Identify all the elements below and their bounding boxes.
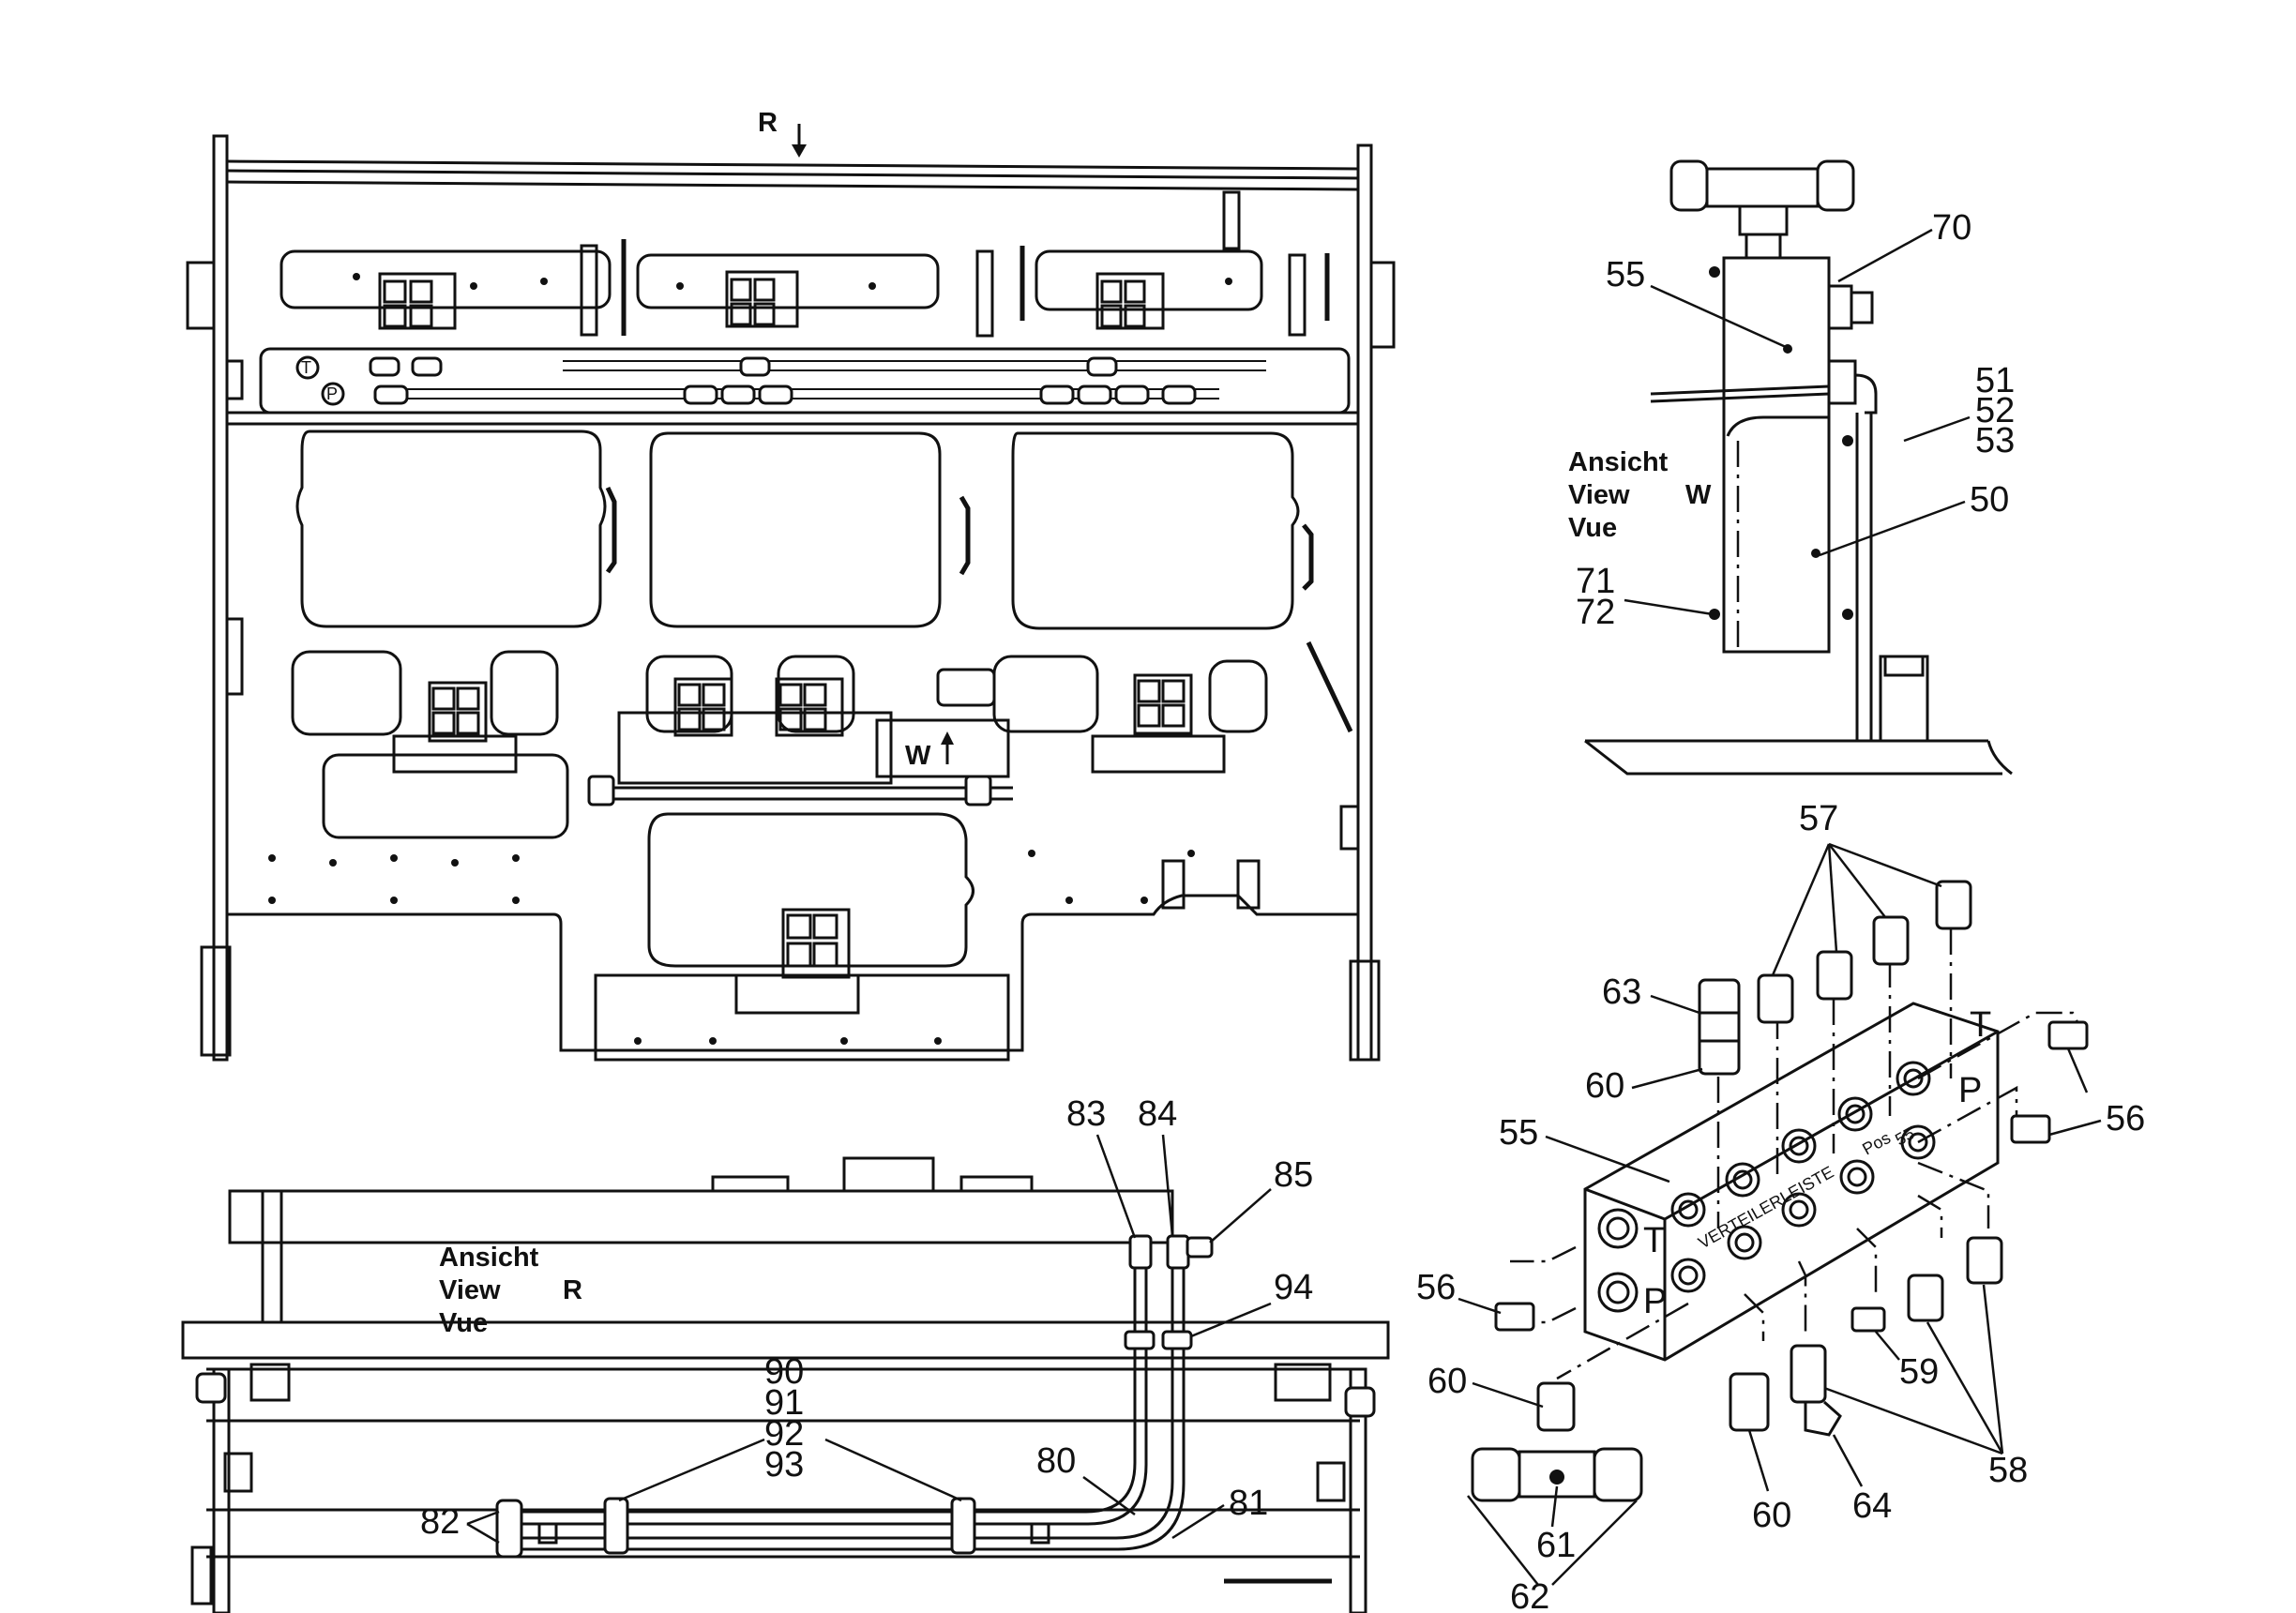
callout-63: 63 (1602, 972, 1641, 1012)
valve-stack (775, 677, 844, 737)
callout-60-b: 60 (1427, 1362, 1467, 1401)
main-plan-view: R T P (186, 108, 1396, 1062)
view-w-letter: W (1685, 480, 1712, 510)
callout-59: 59 (1899, 1352, 1939, 1392)
view-r-detail: Ansicht View Vue R (181, 1094, 1390, 1613)
valve-stack (725, 270, 799, 328)
valve-stack (673, 677, 733, 737)
mark-t: T (301, 358, 311, 377)
view-w-line1: Ansicht (1568, 447, 1669, 477)
view-w-line2: View (1568, 480, 1630, 510)
callout-83: 83 (1066, 1094, 1106, 1134)
callout-58: 58 (1988, 1451, 2028, 1490)
callout-55-b: 55 (1499, 1113, 1538, 1153)
callout-56-b: 56 (2106, 1099, 2145, 1138)
valve-stack (1133, 673, 1193, 735)
bolt-dots (268, 273, 1232, 1045)
view-arrow-label: R (758, 108, 778, 138)
block-t-top: T (1970, 1005, 1991, 1045)
valve-stack (1095, 272, 1165, 330)
callout-55: 55 (1606, 255, 1645, 294)
block-p-top: P (1958, 1071, 1982, 1110)
valve-stack (428, 681, 488, 743)
view-w-line3: Vue (1568, 513, 1617, 543)
callout-90: 90 (764, 1352, 804, 1392)
callout-53: 53 (1975, 421, 2015, 460)
mark-p: P (326, 384, 338, 403)
callout-60-a: 60 (1585, 1066, 1624, 1106)
callout-72: 72 (1576, 593, 1615, 632)
block-pos-label: Pos (1859, 1128, 1894, 1159)
callout-81: 81 (1229, 1484, 1268, 1523)
callout-84: 84 (1138, 1094, 1177, 1134)
valve-stack (378, 272, 457, 330)
callout-91: 91 (764, 1383, 804, 1423)
callout-92: 92 (764, 1414, 804, 1454)
callout-64: 64 (1852, 1486, 1892, 1526)
view-r-letter: R (563, 1275, 582, 1305)
callout-61: 61 (1536, 1526, 1576, 1565)
callout-82: 82 (420, 1502, 460, 1542)
callout-57: 57 (1799, 799, 1838, 838)
callout-80: 80 (1036, 1441, 1076, 1481)
callout-85: 85 (1274, 1155, 1313, 1195)
callout-51: 51 (1975, 361, 2015, 400)
view-r-line2: View (439, 1275, 501, 1305)
valve-stack (781, 908, 851, 979)
view-w-detail: Ansicht View Vue W 55 (1568, 159, 2015, 776)
block-t-end: T (1643, 1221, 1665, 1260)
callout-50: 50 (1970, 480, 2009, 520)
pipe-fittings (369, 356, 1197, 405)
view-r-line1: Ansicht (439, 1243, 539, 1273)
callout-94: 94 (1274, 1268, 1313, 1307)
callout-70: 70 (1932, 208, 1971, 248)
callout-93: 93 (764, 1445, 804, 1485)
callout-52: 52 (1975, 391, 2015, 430)
callout-60-c: 60 (1752, 1496, 1791, 1535)
manifold-exploded-view: T P VERTEILERLEISTE Pos 55 T P (1416, 799, 2145, 1613)
block-p-end: P (1643, 1282, 1667, 1321)
callout-56-a: 56 (1416, 1268, 1456, 1307)
mark-w: W (905, 741, 931, 771)
block-ports (1670, 1061, 1936, 1293)
callout-62: 62 (1510, 1577, 1549, 1613)
callout-71: 71 (1576, 562, 1615, 601)
